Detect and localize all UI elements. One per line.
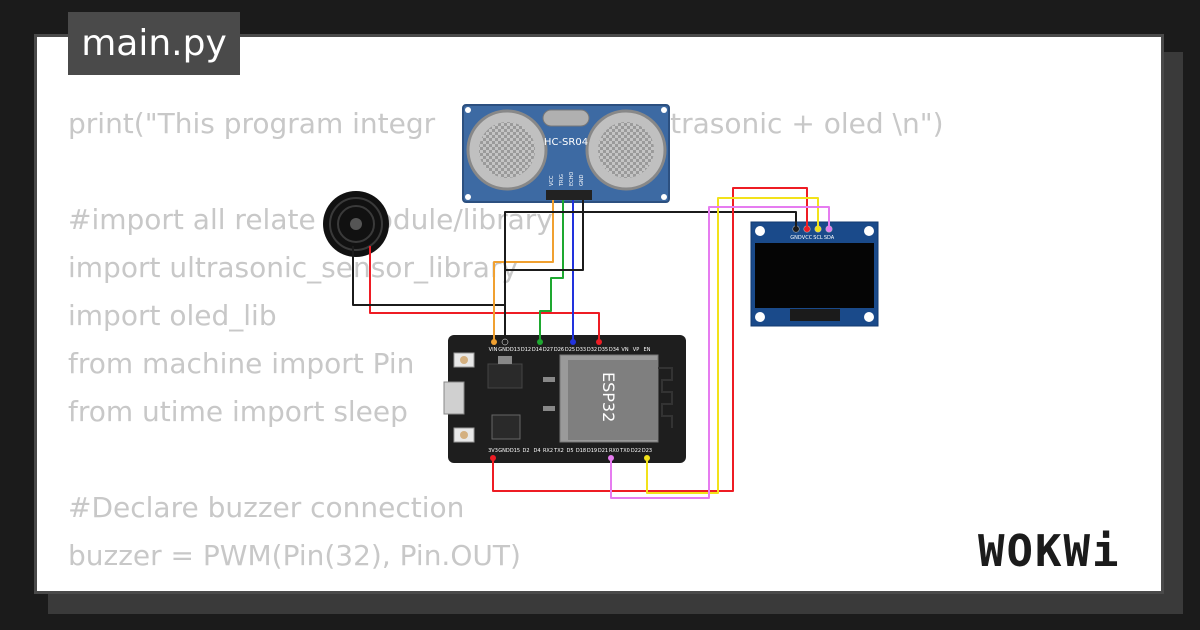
board-pin-top: D35: [598, 347, 608, 353]
board-pin-top: EN: [644, 347, 651, 353]
board-pin-bottom: GND: [498, 448, 510, 454]
wire-oled-gnd[interactable]: [504, 211, 797, 305]
oled-pin-gnd: GND: [790, 235, 802, 241]
code-line: import oled_lib: [68, 299, 277, 332]
board-pin-top: GND: [498, 347, 510, 353]
sensor-pin-vcc: VCC: [549, 175, 555, 186]
board-pin-bottom: RX0: [609, 448, 619, 454]
esp32-board[interactable]: ESP32 VIN GND D13 D12 D14 D27 D26 D25 D3…: [443, 335, 686, 463]
wire-oled-scl[interactable]: [646, 197, 819, 494]
board-label: ESP32: [599, 372, 618, 422]
board-pin-top: D32: [587, 347, 597, 353]
board-pin-bottom: 3V3: [488, 448, 498, 454]
wire-sensor-gnd[interactable]: [504, 200, 584, 305]
code-line: from utime import sleep: [68, 395, 408, 428]
wokwi-logo: WOKWi: [978, 526, 1121, 577]
board-pin-labels-top: VIN GND D13 D12 D14 D27 D26 D25 D33 D32 …: [489, 347, 651, 353]
wires: [352, 187, 830, 499]
board-pin-bottom: D22: [631, 448, 641, 454]
board-pin-top: D34: [609, 347, 619, 353]
board-pin-top: D13: [510, 347, 520, 353]
board-pin-bottom: D18: [576, 448, 586, 454]
wire-sensor-trig[interactable]: [539, 200, 564, 340]
pin-dots: [490, 226, 832, 461]
code-line: #Declare buzzer connection: [68, 491, 465, 524]
board-pin-top: D12: [521, 347, 531, 353]
board-pin-top: VP: [633, 347, 639, 353]
board-pin-top: D33: [576, 347, 586, 353]
wire-oled-sda[interactable]: [610, 206, 830, 499]
board-pin-bottom: D5: [566, 448, 573, 454]
oled-display[interactable]: GND VCC SCL SDA: [750, 221, 879, 327]
board-pin-top: D25: [565, 347, 575, 353]
board-pin-top: VIN: [489, 347, 498, 353]
wire-sensor-vcc[interactable]: [493, 200, 554, 340]
board-pin-bottom: D2: [522, 448, 529, 454]
board-pin-bottom: D4: [533, 448, 540, 454]
board-pin-bottom: TX2: [553, 448, 564, 454]
board-pin-bottom: TX0: [619, 448, 630, 454]
board-pin-bottom: D19: [587, 448, 597, 454]
board-pin-top: D27: [543, 347, 553, 353]
sensor-pin-labels: VCC TRIG ECHO GND: [549, 172, 585, 187]
oled-pin-sda: SDA: [824, 235, 835, 241]
board-pin-top: D26: [554, 347, 564, 353]
ultrasonic-sensor[interactable]: HC-SR04 VCC TRIG ECHO GND: [462, 104, 670, 203]
board-pin-bottom: D21: [598, 448, 608, 454]
wire-oled-vcc[interactable]: [492, 187, 808, 492]
code-line: from machine import Pin: [68, 347, 415, 380]
oled-pin-scl: SCL: [813, 235, 823, 241]
board-pin-labels-bottom: 3V3 GND D15 D2 D4 RX2 TX2 D5 D18 D19 D21…: [488, 448, 652, 454]
board-pin-bottom: D23: [642, 448, 652, 454]
code-line: import ultrasonic_sensor_library: [68, 251, 519, 284]
sensor-pin-gnd: GND: [579, 174, 585, 186]
wire-buzzer-gnd[interactable]: [352, 246, 506, 340]
board-pin-top: D14: [532, 347, 542, 353]
code-line: buzzer = PWM(Pin(32), Pin.OUT): [68, 539, 521, 572]
sensor-pin-echo: ECHO: [569, 172, 575, 186]
board-pin-bottom: RX2: [543, 448, 553, 454]
sensor-label: HC-SR04: [544, 137, 588, 148]
oled-pin-vcc: VCC: [802, 235, 813, 241]
sensor-pin-trig: TRIG: [559, 174, 565, 187]
wire-buzzer-d32[interactable]: [369, 246, 600, 340]
buzzer[interactable]: [323, 191, 389, 257]
board-pin-bottom: D15: [510, 448, 520, 454]
file-tab-main-py[interactable]: main.py: [68, 12, 240, 75]
board-pin-top: VN: [621, 347, 628, 353]
